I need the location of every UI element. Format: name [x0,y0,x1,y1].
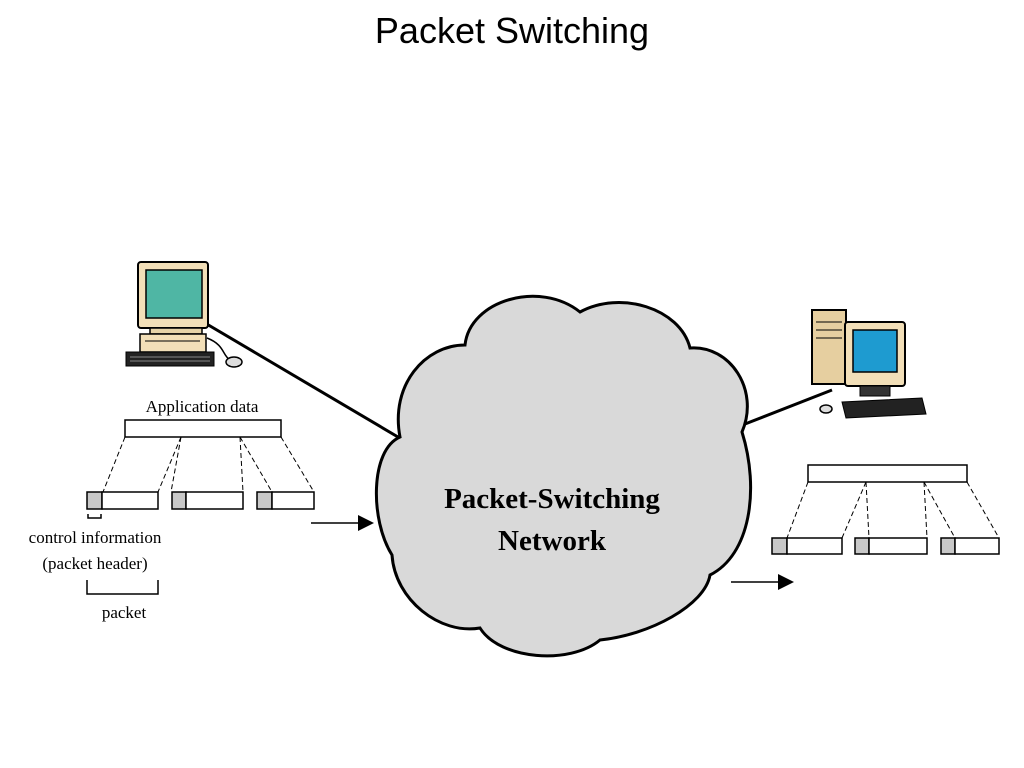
sender-packetization: Application data control information (pa… [29,397,374,622]
packet [854,537,928,555]
control-info-label-line1: control information [29,528,162,547]
application-data-bar [124,419,282,438]
header-bracket [87,514,102,519]
packet [171,491,244,510]
packet [771,537,843,555]
left-computer-icon [125,261,243,368]
right-link-line [744,388,833,426]
cloud-label-line1: Packet-Switching [444,483,660,515]
left-link-line [204,321,399,439]
packet [256,491,315,510]
packet [86,491,159,510]
send-arrow [311,515,374,531]
control-info-label-line2: (packet header) [42,554,147,573]
receive-arrow [731,574,794,590]
slide-title: Packet Switching [374,10,650,51]
cloud-label-line2: Network [498,525,607,557]
receiver-reassembly [731,464,1000,590]
reassembled-data-bar [807,464,968,483]
right-computer-icon [811,309,927,419]
packet [940,537,1000,555]
packet-label: packet [102,603,147,622]
network-cloud: Packet-Switching Network [374,294,753,658]
application-data-label: Application data [146,397,259,416]
packet-bracket [86,580,159,595]
